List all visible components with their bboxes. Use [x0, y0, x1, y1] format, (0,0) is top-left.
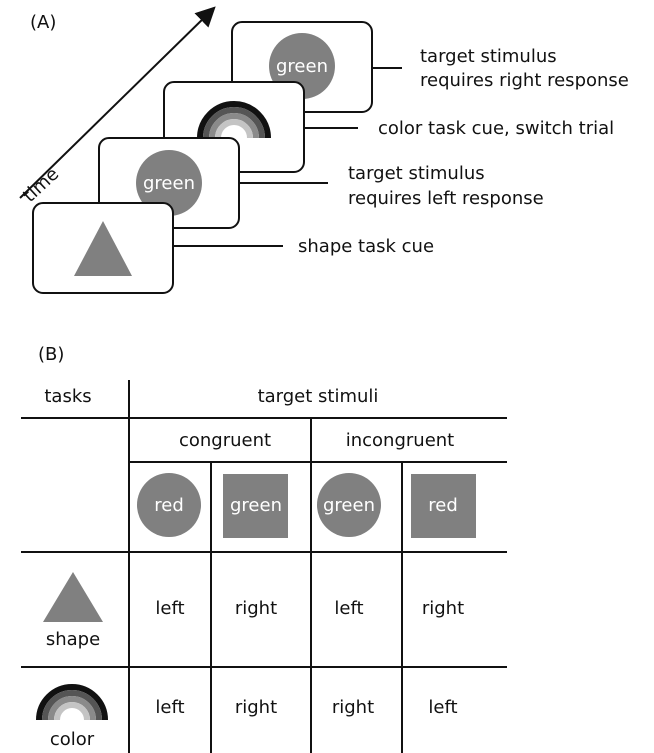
triangle-cue-icon	[74, 221, 132, 276]
response-cell: right	[422, 598, 464, 619]
stimulus-word: green	[276, 56, 328, 77]
caption-line: target stimulus	[420, 46, 557, 67]
response-cell: left	[155, 598, 184, 619]
caption-line: color task cue, switch trial	[378, 118, 614, 139]
stimulus-word: red	[428, 495, 458, 516]
stimulus-red-square: red	[411, 474, 476, 538]
rainbow-cue-icon	[36, 684, 108, 721]
stimulus-red-circle: red	[137, 473, 201, 537]
header-tasks: tasks	[44, 386, 91, 407]
caption-line: target stimulus	[348, 163, 485, 184]
response-cell: left	[155, 697, 184, 718]
row-task-label: color	[50, 729, 95, 750]
card-shape-cue	[32, 202, 174, 294]
table-grid	[21, 380, 507, 753]
stimulus-word: green	[323, 495, 375, 516]
panel-b-label: (B)	[38, 344, 64, 365]
stimulus-word: green	[143, 173, 195, 194]
rainbow-cue-icon	[197, 101, 271, 139]
response-cell: right	[235, 598, 277, 619]
response-cell: right	[332, 697, 374, 718]
response-cell: left	[428, 697, 457, 718]
stimulus-word: red	[154, 495, 184, 516]
stimulus-word: green	[230, 495, 282, 516]
response-cell: left	[334, 598, 363, 619]
time-label: time	[19, 164, 63, 207]
header-congruent: congruent	[179, 430, 271, 451]
response-cell: right	[235, 697, 277, 718]
header-incongruent: incongruent	[346, 430, 455, 451]
stimulus-green-circle: green	[317, 473, 381, 537]
panel-a-label: (A)	[30, 12, 56, 33]
stimulus-green-square: green	[223, 474, 288, 538]
caption-line: requires left response	[348, 188, 544, 209]
header-target-stimuli: target stimuli	[258, 386, 379, 407]
triangle-cue-icon	[43, 572, 103, 622]
caption-line: shape task cue	[298, 236, 434, 257]
circle-stimulus	[136, 150, 202, 216]
time-arrow	[19, 6, 216, 199]
caption-line: requires right response	[420, 70, 629, 91]
row-task-label: shape	[46, 629, 100, 650]
